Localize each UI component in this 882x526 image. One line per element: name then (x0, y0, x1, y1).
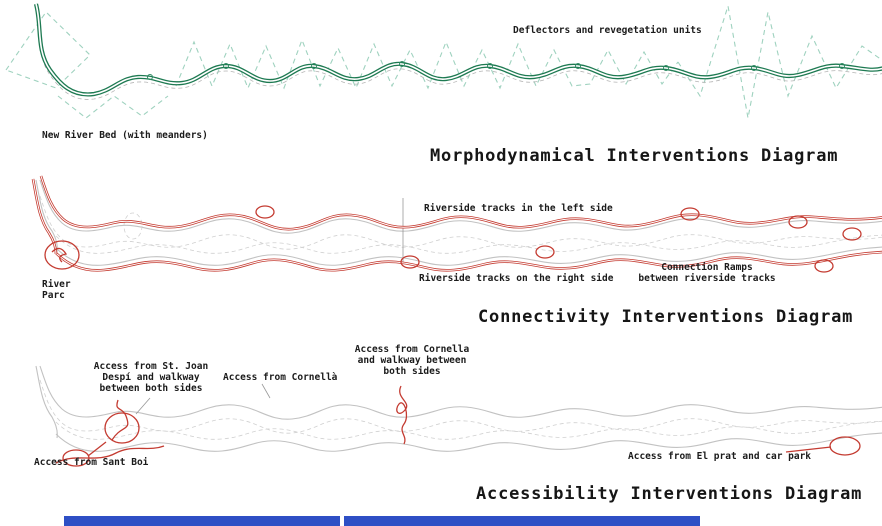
connection-ramp-markers (44, 205, 862, 273)
access-markers (55, 385, 861, 467)
label-river-parc: River Parc (42, 279, 71, 301)
label-access-el-prat: Access from El prat and car park (628, 451, 812, 462)
title-accessibility: Accessibility Interventions Diagram (476, 484, 863, 504)
title-morphodynamical: Morphodynamical Interventions Diagram (430, 146, 839, 166)
label-tracks-left-side: Riverside tracks in the left side (424, 203, 613, 214)
label-tracks-right-side: Riverside tracks on the right side (419, 273, 614, 284)
label-access-sant-boi: Access from Sant Boi (34, 457, 149, 468)
bottom-bar-segment-left (64, 516, 340, 526)
connectivity-drawing (31, 174, 882, 273)
title-connectivity: Connectivity Interventions Diagram (478, 307, 854, 327)
accessibility-drawing (35, 365, 882, 467)
label-access-st-joan: Access from St. Joan Despí and walkway b… (93, 361, 209, 394)
label-connection-ramps: Connection Ramps between riverside track… (638, 262, 776, 284)
morphodynamical-drawing (5, 4, 882, 119)
label-access-cornella: Access from Cornellà (223, 372, 338, 383)
revegetation-marks (147, 61, 845, 80)
label-access-cornella-walkway: Access from Cornella and walkway between… (354, 344, 470, 377)
bottom-bar-segment-right (344, 516, 700, 526)
label-new-river-bed: New River Bed (with meanders) (42, 130, 208, 141)
label-deflectors: Deflectors and revegetation units (513, 25, 702, 36)
